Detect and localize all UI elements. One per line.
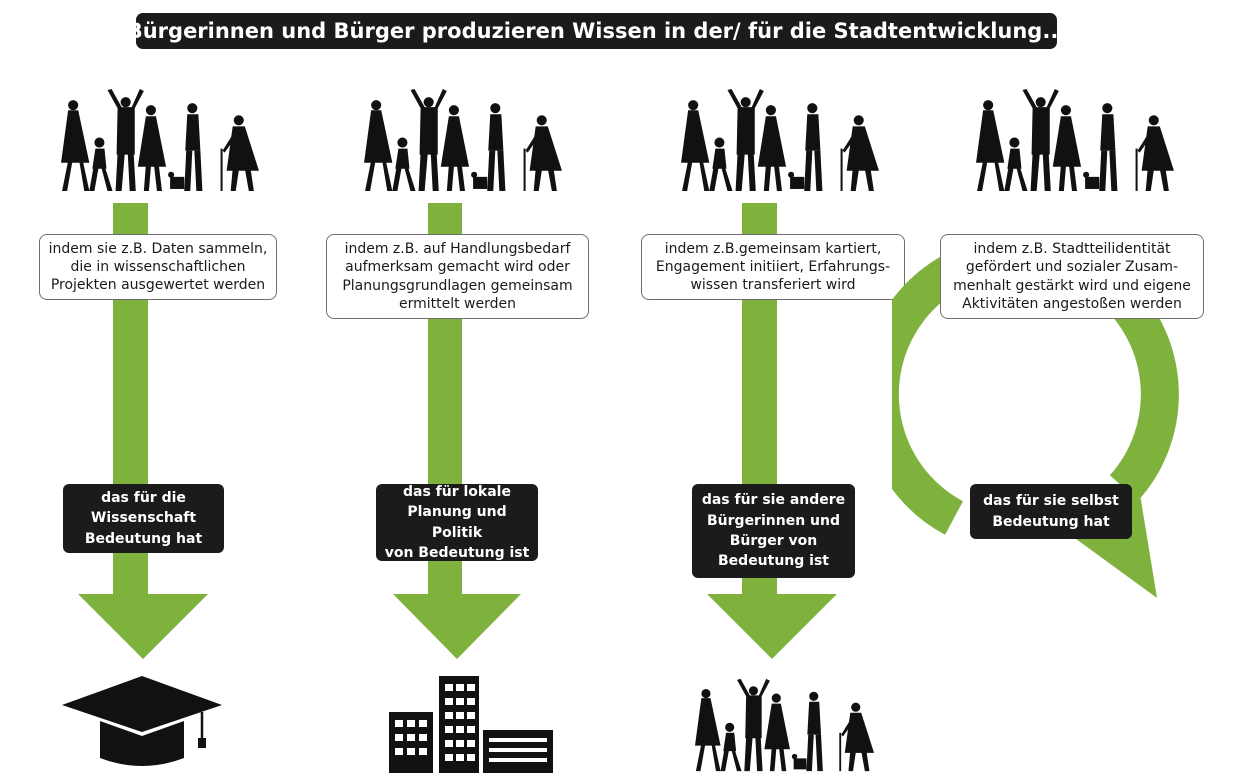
people-group-icon (694, 678, 875, 772)
description-box-self: indem z.B. Stadtteilidentität gefördert … (940, 234, 1204, 319)
arrow-head (707, 594, 837, 659)
people-group-icon (364, 89, 562, 191)
people-group-icon (681, 89, 879, 191)
description-box-science: indem sie z.B. Daten sammeln, die in wis… (39, 234, 277, 300)
people-group-icon (61, 89, 259, 191)
page-title: Bürgerinnen und Bürger produzieren Wisse… (127, 13, 1066, 49)
graduation-cap-icon (62, 676, 222, 766)
description-box-planning: indem z.B. auf Handlungsbedarf aufmerksa… (326, 234, 589, 319)
relevance-label-science: das für die Wissenschaft Bedeutung hat (63, 484, 224, 553)
description-box-citizens: indem z.B.gemeinsam kartiert, Engagement… (641, 234, 905, 300)
city-buildings-icon (389, 676, 553, 773)
relevance-label-citizens: das für sie andere Bürgerinnen und Bürge… (692, 484, 855, 578)
relevance-label-self: das für sie selbst Bedeutung hat (970, 484, 1132, 539)
arrow-head (393, 594, 521, 659)
relevance-label-planning: das für lokale Planung und Politik von B… (376, 484, 538, 561)
arrow-head (78, 594, 208, 659)
people-group-icon (976, 89, 1174, 191)
